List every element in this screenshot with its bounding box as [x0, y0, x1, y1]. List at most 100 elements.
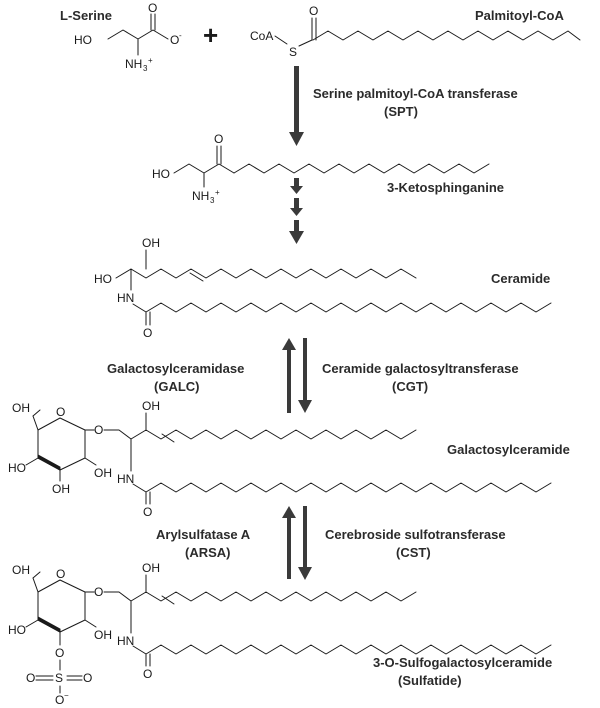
cgt-arrow-shaft — [303, 338, 307, 402]
spt-arrow-shaft — [294, 66, 299, 134]
ceramide-hn: HN — [117, 291, 134, 305]
ketosphinganine-structure: HO O NH 3 + — [152, 132, 490, 205]
galactosylceramide-label: Galactosylceramide — [447, 442, 570, 457]
palmitoyl-coa-structure: Palmitoyl-CoA CoA S O — [250, 4, 581, 59]
multistep-arrow-dash-1 — [294, 178, 299, 186]
serine-minus-sup: - — [179, 31, 182, 40]
gal-c6-oh-bond — [32, 409, 41, 417]
ceramide-amide-o: O — [143, 326, 152, 340]
reaction-plus: + — [203, 20, 218, 50]
gal-c3-oh: OH — [52, 482, 70, 496]
arsa-cst-arrows — [282, 506, 312, 580]
serine-nh3-sup: + — [148, 56, 153, 65]
serine-o-minus: O — [170, 33, 179, 47]
sulfate-o-left: O — [26, 671, 35, 685]
gal-c6-oh: OH — [12, 401, 30, 415]
gal-c2-bond — [84, 457, 97, 466]
keto-nh3-sub: 3 — [210, 196, 215, 205]
sulfate-s: S — [55, 671, 63, 685]
palmitoyl-chain — [312, 30, 581, 41]
sulfo-gal-c2-oh: OH — [94, 628, 112, 642]
arsa-arrow-shaft — [287, 517, 291, 579]
cst-arrow-head — [298, 567, 312, 580]
cst-arrow-shaft — [303, 506, 307, 568]
serine-nh3-sub: 3 — [143, 64, 148, 73]
keto-nh3: NH — [192, 189, 209, 203]
sulfo-gal-c6-oh: OH — [12, 563, 30, 577]
ceramide-oh: OH — [142, 236, 160, 250]
sulfatide-oh: OH — [142, 561, 160, 575]
thioester-s: S — [289, 45, 297, 59]
galcer-sphingoid-chain — [103, 429, 417, 440]
cst-name: Cerebroside sulfotransferase — [325, 527, 506, 542]
gal-c2-oh: OH — [94, 466, 112, 480]
sulfo-galactose-ring-front — [37, 616, 61, 633]
sulfatide-hn: HN — [117, 634, 134, 648]
sulfo-gal-c4-oh: HO — [8, 623, 26, 637]
serine-o: O — [148, 1, 157, 15]
ceramide-fatty-acyl-chain — [145, 302, 552, 313]
serine-nh3: NH — [125, 57, 142, 71]
palmitoyl-o: O — [309, 4, 318, 18]
arsa-abbr: (ARSA) — [185, 545, 231, 560]
galc-arrow-head — [282, 338, 296, 350]
sulfate-o-minus: O — [55, 693, 64, 707]
multistep-arrow-dash-3 — [294, 220, 299, 232]
sulfate-bridge-o: O — [55, 646, 64, 660]
galcer-fatty-acyl-chain — [145, 482, 552, 493]
galc-cgt-arrows — [282, 338, 312, 413]
galactose-ring-front — [37, 454, 61, 471]
sulfatide-amide-o: O — [143, 667, 152, 681]
gal-c4-bond — [25, 457, 39, 466]
sulfatide-sphingoid-chain — [103, 591, 417, 602]
palmitoyl-coa-label: Palmitoyl-CoA — [475, 8, 564, 23]
cgt-arrow-head — [298, 400, 312, 413]
sulfatide-label-line2: (Sulfatide) — [398, 673, 462, 688]
keto-nh3-sup: + — [215, 188, 220, 197]
keto-backbone — [173, 163, 235, 174]
gal-ring-o: O — [56, 405, 65, 419]
sulfate-o-right: O — [83, 671, 92, 685]
gal-c6-bond — [32, 415, 39, 431]
keto-chain — [233, 163, 490, 174]
sulfo-gal-glycosidic-o: O — [94, 585, 103, 599]
sulfatide-fatty-acyl-chain — [145, 644, 552, 655]
galactosylceramide-structure: OH O O HO OH OH OH HN O — [8, 399, 552, 519]
ceramide-ho: HO — [94, 272, 112, 286]
sulfo-gal-c6-bond — [32, 577, 39, 593]
cgt-abbr: (CGT) — [392, 379, 428, 394]
arsa-name: Arylsulfatase A — [156, 527, 251, 542]
coa-group: CoA — [250, 29, 273, 43]
spt-arrow — [289, 66, 304, 146]
ceramide-trans-double-bond — [189, 272, 204, 282]
arsa-arrow-head — [282, 506, 296, 518]
sulfatide-trans-double-bond — [161, 595, 175, 605]
ceramide-structure: HO OH HN O — [94, 236, 552, 340]
spt-name: Serine palmitoyl-CoA transferase — [313, 86, 518, 101]
galcer-hn: HN — [117, 472, 134, 486]
sulfatide-structure: OH O O HO OH O S O O O − OH HN O — [8, 561, 552, 707]
galcer-oh: OH — [142, 399, 160, 413]
sulfo-gal-ring-o: O — [56, 567, 65, 581]
sulfo-gal-c6-oh-bond — [32, 571, 41, 579]
sulfatide-label-line1: 3-O-Sulfogalactosylceramide — [373, 655, 552, 670]
galcer-amide-bond — [132, 483, 147, 493]
l-serine-structure: L-Serine O HO O - NH 3 + — [60, 1, 182, 73]
l-serine-label: L-Serine — [60, 8, 112, 23]
sulfatide-amide-bond — [132, 645, 147, 655]
cst-abbr: (CST) — [396, 545, 431, 560]
multistep-arrow-head-1 — [290, 186, 303, 194]
galcer-trans-double-bond — [161, 433, 175, 443]
coa-s-bond — [274, 35, 288, 45]
sulfate-minus-sup: − — [64, 691, 69, 700]
ceramide-label: Ceramide — [491, 271, 550, 286]
galc-name: Galactosylceramidase — [107, 361, 244, 376]
multistep-arrow-head-3 — [289, 231, 304, 244]
ceramide-amide-bond — [132, 303, 147, 313]
multistep-arrow — [289, 178, 304, 244]
sulfo-gal-c4-bond — [25, 619, 39, 628]
serine-backbone — [107, 29, 169, 40]
keto-ho: HO — [152, 167, 170, 181]
